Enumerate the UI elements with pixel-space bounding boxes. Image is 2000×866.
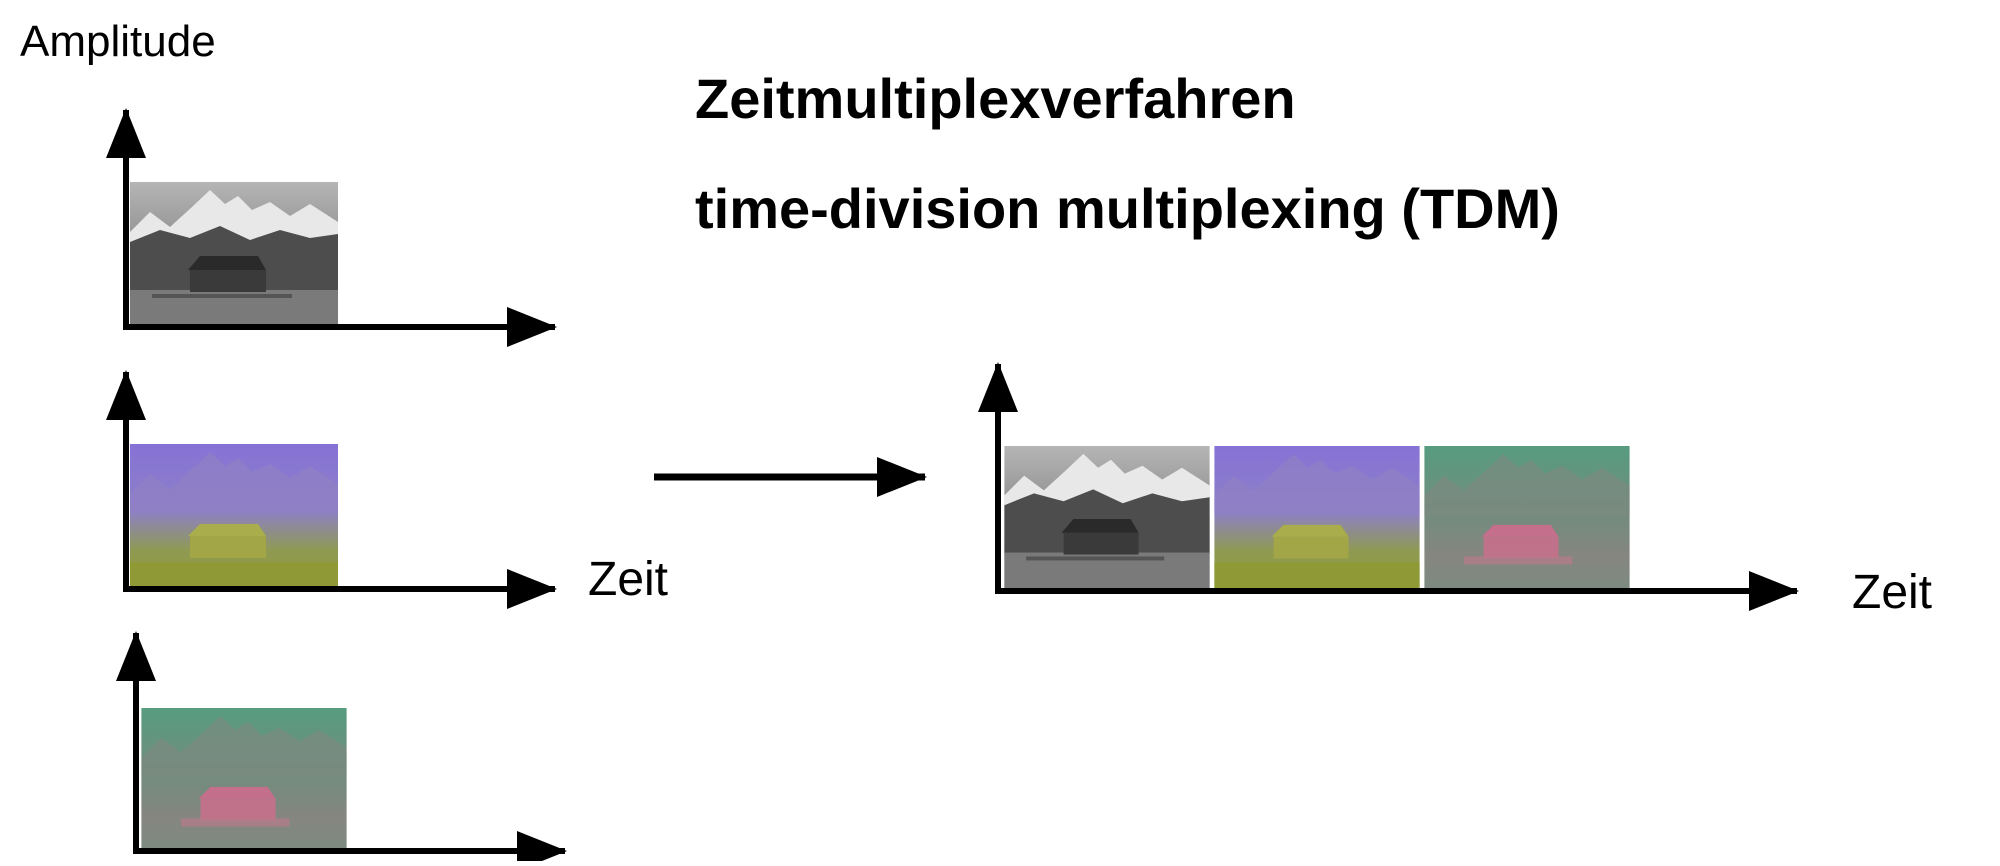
photo-teal-pink: [1424, 446, 1630, 592]
signal-plot-1: [106, 108, 557, 347]
title-english: time-division multiplexing (TDM): [695, 177, 1560, 240]
photo-teal-pink: [141, 708, 347, 854]
title-german: Zeitmultiplexverfahren: [695, 67, 1296, 130]
signal-plot-2: [106, 370, 557, 609]
multiplexed-plot: [978, 362, 1799, 611]
photo-purple-yellow: [1214, 446, 1420, 592]
photo-grayscale: [1004, 446, 1210, 592]
photo-grayscale: [130, 182, 338, 330]
photo-purple-yellow: [130, 444, 338, 592]
time-label-right: Zeit: [1852, 566, 1932, 619]
time-label-left: Zeit: [588, 553, 668, 606]
amplitude-label: Amplitude: [20, 17, 216, 66]
signal-plot-3: [116, 631, 567, 866]
